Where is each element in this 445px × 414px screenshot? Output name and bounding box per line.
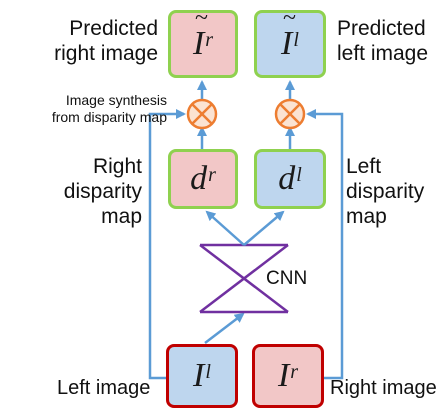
label-left-disparity-map: Left disparity map bbox=[346, 155, 425, 228]
label-image-synthesis: Image synthesis from disparity map bbox=[51, 92, 167, 125]
arrow-cnn-to-disp-left bbox=[243, 210, 285, 246]
cnn-shape bbox=[199, 243, 289, 314]
label-right-image: Right image bbox=[330, 377, 437, 399]
label-right-disparity-map: Right disparity map bbox=[63, 155, 142, 228]
arrow-right-image-loop bbox=[306, 109, 344, 380]
label-predicted-right: Predicted right image bbox=[54, 17, 158, 65]
predicted-right-image-box: Ir bbox=[168, 5, 238, 78]
arrow-left-image-loop bbox=[148, 109, 186, 380]
predicted-right-symbol: I bbox=[193, 5, 208, 63]
arrow-input-to-cnn bbox=[204, 312, 245, 344]
label-cnn: CNN bbox=[266, 268, 308, 289]
label-predicted-left: Predicted left image bbox=[337, 17, 429, 65]
label-left-image: Left image bbox=[57, 377, 151, 399]
sampler-op-right bbox=[186, 98, 218, 130]
arrow-cnn-to-disp-right bbox=[205, 210, 245, 246]
sampler-op-left bbox=[274, 98, 306, 130]
predicted-left-symbol: I bbox=[281, 5, 296, 63]
predicted-left-image-box: Il bbox=[254, 5, 326, 78]
